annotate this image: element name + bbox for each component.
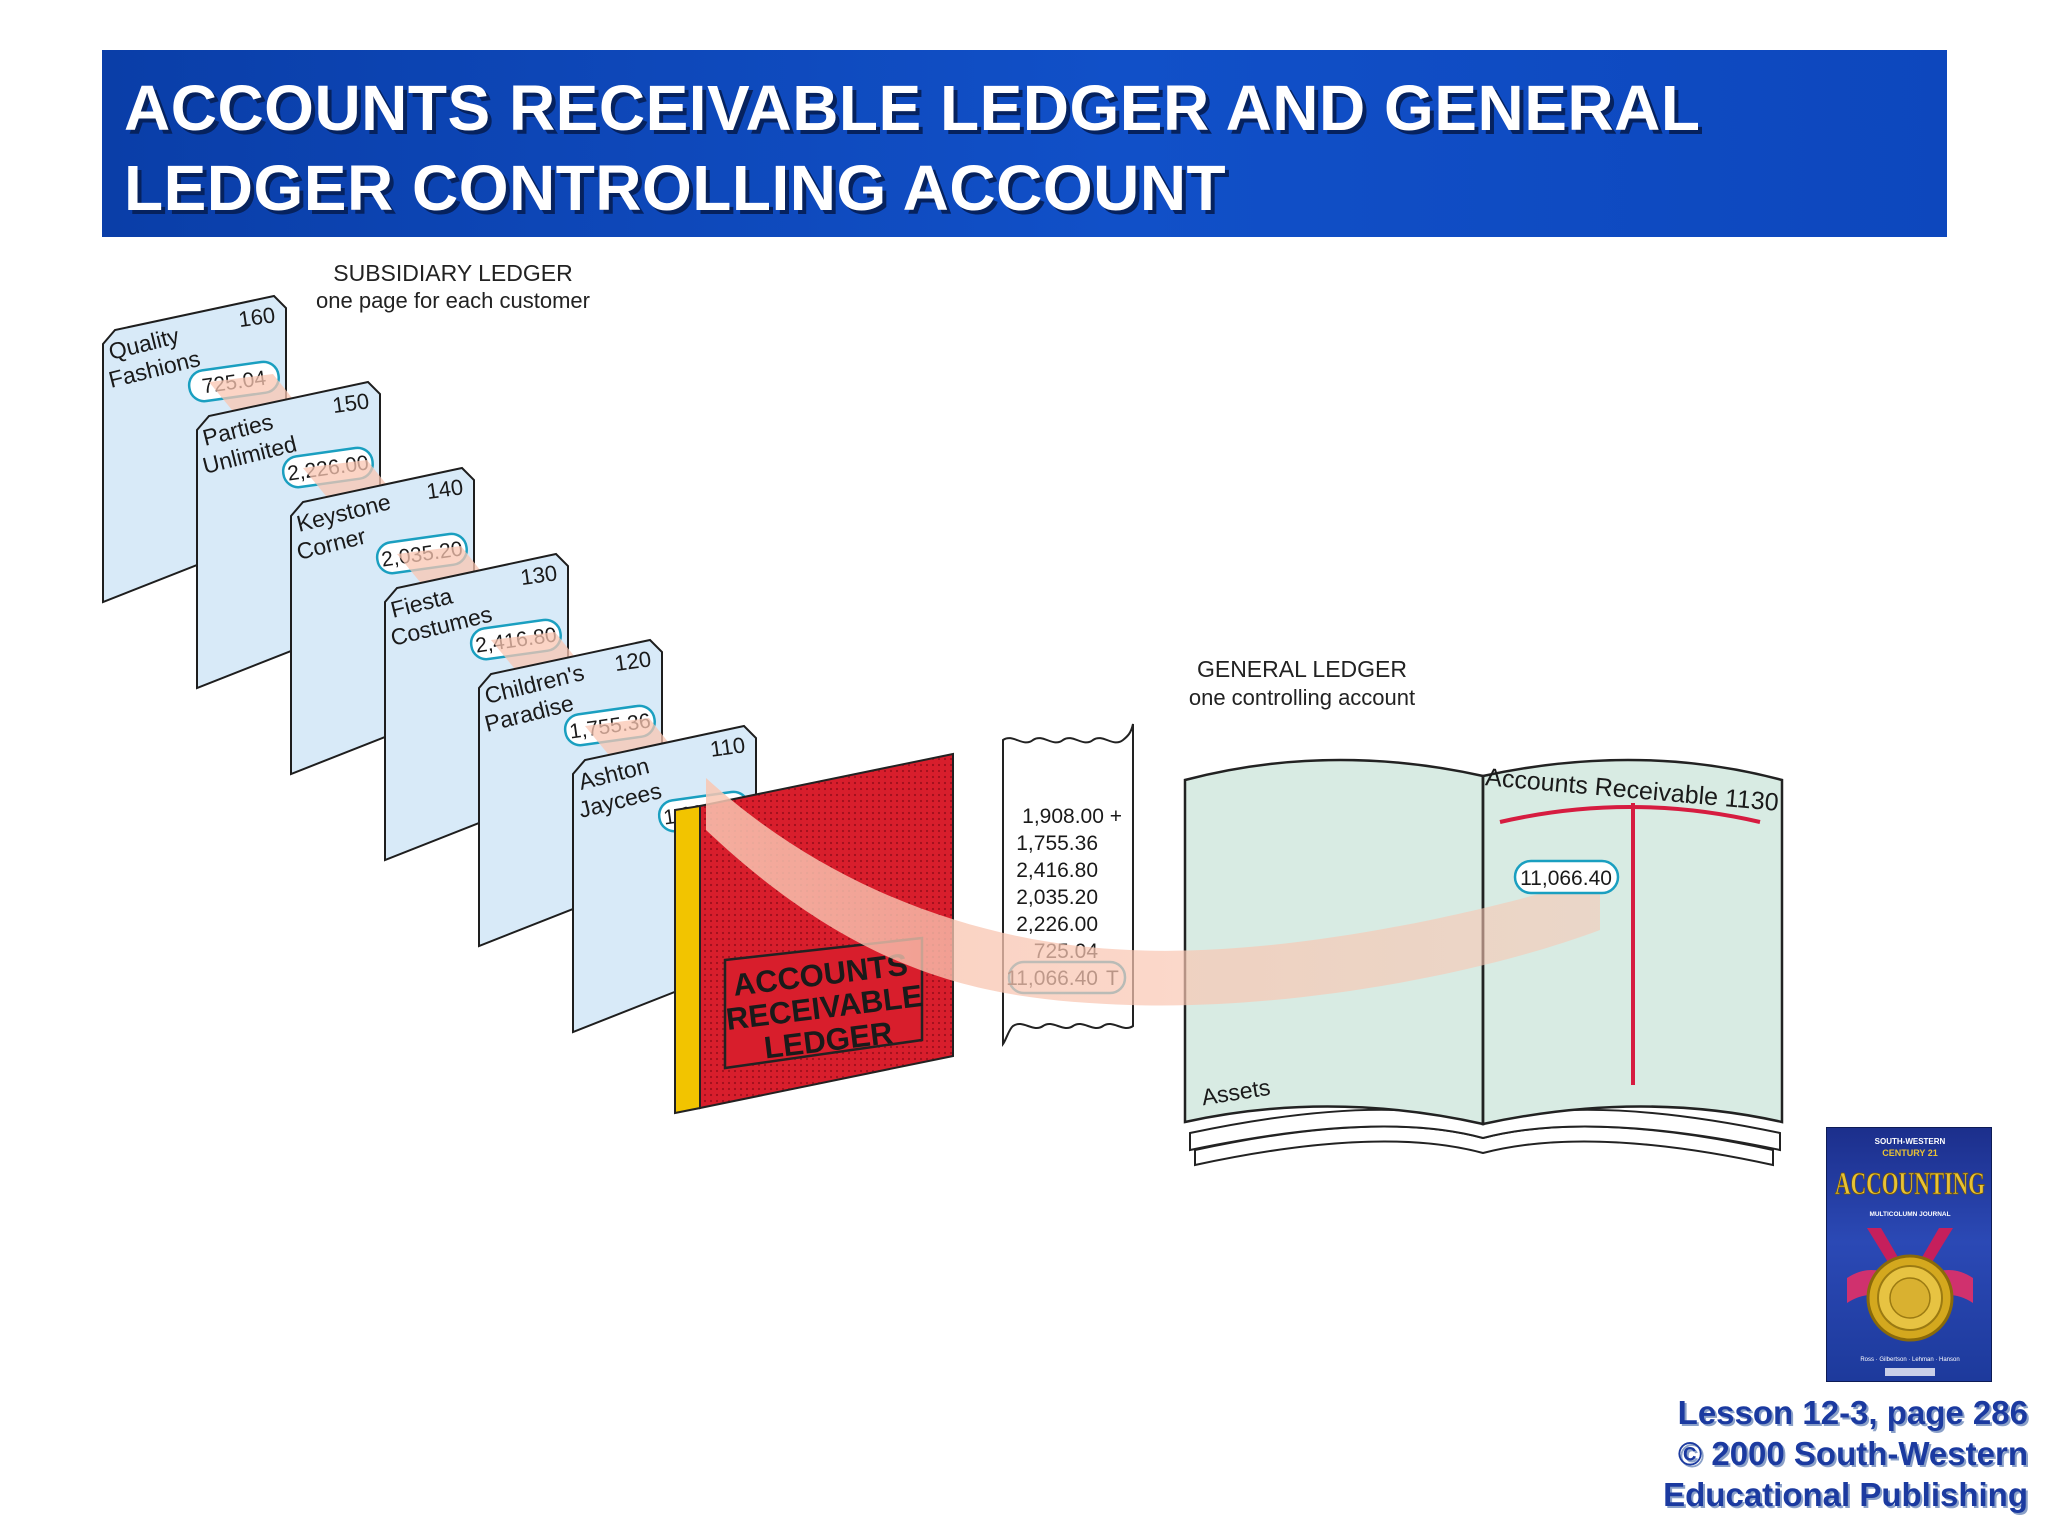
- customer-account-number: 130: [519, 560, 559, 590]
- general-ledger-heading: GENERAL LEDGER: [1197, 656, 1407, 682]
- textbook-cover-image: SOUTH-WESTERN CENTURY 21 ACCOUNTING MULT…: [1826, 1127, 1992, 1382]
- subsidiary-ledger-subheading: one page for each customer: [316, 288, 590, 313]
- customer-account-number: 150: [331, 388, 371, 418]
- tape-entry: 1,755.36: [1016, 832, 1098, 855]
- cover-authors: Ross · Gilbertson · Lehman · Hanson: [1860, 1357, 1959, 1363]
- tape-entry: 2,035.20: [1016, 886, 1098, 909]
- customer-account-number: 110: [708, 732, 746, 762]
- cover-publisher: SOUTH-WESTERN: [1875, 1137, 1946, 1146]
- cover-title: ACCOUNTING: [1835, 1165, 1985, 1201]
- customer-account-number: 140: [425, 474, 465, 504]
- footer-copyright: © 2000 South-Western: [1663, 1433, 2028, 1474]
- general-ledger-subheading: one controlling account: [1189, 685, 1415, 710]
- subsidiary-ledger-pages: QualityFashions160725.04PartiesUnlimited…: [103, 296, 756, 1032]
- general-ledger-balance-value: 11,066.40: [1520, 867, 1612, 890]
- customer-account-number: 120: [613, 646, 653, 676]
- tape-entry: 1,908.00 +: [1022, 805, 1122, 828]
- footer-citation: Lesson 12-3, page 286 © 2000 South-Weste…: [1663, 1392, 2028, 1515]
- general-ledger-balance: 11,066.40: [1515, 861, 1618, 893]
- cover-series: CENTURY 21: [1882, 1148, 1938, 1158]
- footer-publisher: Educational Publishing: [1663, 1474, 2028, 1515]
- tape-entry: 2,226.00: [1016, 913, 1098, 936]
- footer-lesson: Lesson 12-3, page 286: [1663, 1392, 2028, 1433]
- customer-account-number: 160: [237, 302, 277, 332]
- tape-entry: 2,416.80: [1016, 859, 1098, 882]
- cover-subtitle: MULTICOLUMN JOURNAL: [1869, 1211, 1950, 1218]
- subsidiary-ledger-heading: SUBSIDIARY LEDGER: [333, 260, 572, 286]
